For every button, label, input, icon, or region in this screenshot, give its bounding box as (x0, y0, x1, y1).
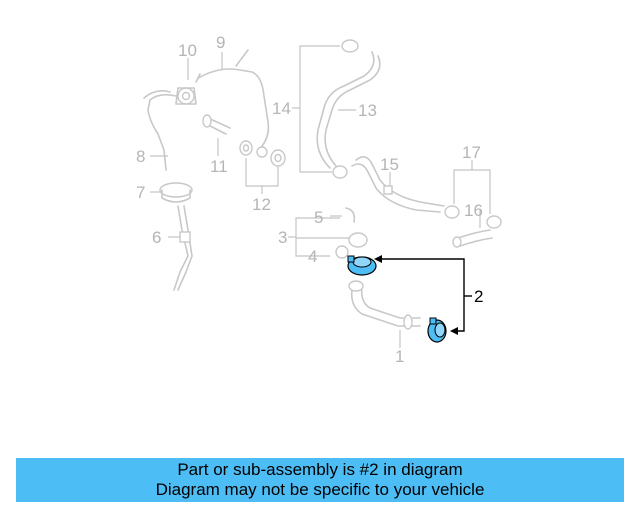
banner-line-2: Diagram may not be specific to your vehi… (155, 480, 485, 499)
callout-8: 8 (136, 147, 145, 166)
callout-14: 14 (272, 99, 291, 118)
callout-12: 12 (252, 195, 271, 214)
info-banner: Part or sub-assembly is #2 in diagram Di… (16, 458, 624, 502)
callout-5: 5 (314, 208, 323, 227)
part-13-hose (316, 39, 381, 179)
leader-lines (150, 45, 491, 348)
banner-line-1: Part or sub-assembly is #2 in diagram (177, 460, 463, 479)
part-7-fitting (159, 182, 193, 203)
part-3-5-fittings (335, 207, 368, 259)
callout-11: 11 (210, 157, 228, 176)
callout-15: 15 (380, 155, 399, 174)
part-6-pipe (173, 205, 193, 291)
part-15-pipe (351, 156, 445, 213)
part-1-hose (348, 280, 421, 330)
leader-2 (374, 255, 472, 335)
callout-16: 16 (464, 201, 483, 220)
part-11-pipe (202, 114, 231, 135)
part-12-washers (239, 140, 286, 167)
part-10-clamp (175, 87, 197, 105)
callout-1: 1 (395, 347, 404, 366)
part-9-hose (195, 49, 270, 147)
callout-13: 13 (358, 101, 377, 120)
callout-4: 4 (308, 247, 317, 266)
part-2-clamp-upper (347, 255, 377, 276)
part-2-clamp-lower (427, 317, 447, 343)
parts-diagram: 10 9 8 7 6 11 12 14 13 15 17 16 5 3 4 1 … (136, 33, 502, 366)
callout-10: 10 (178, 41, 197, 60)
callout-7: 7 (136, 183, 145, 202)
part-16-hose (452, 229, 493, 248)
callout-3: 3 (278, 228, 287, 247)
callout-6: 6 (152, 228, 161, 247)
callout-2: 2 (474, 287, 483, 306)
callout-9: 9 (216, 33, 225, 52)
part-8-pipe (143, 90, 177, 171)
callout-17: 17 (462, 143, 481, 162)
part-17-clamps (444, 205, 502, 229)
